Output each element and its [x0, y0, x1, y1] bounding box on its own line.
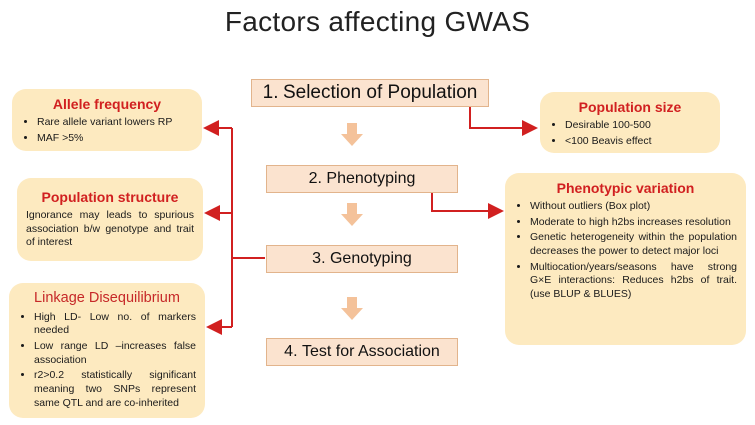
step-genotyping: 3. Genotyping	[266, 245, 458, 273]
list-item: r2>0.2 statistically significant meaning…	[34, 369, 196, 410]
population-structure-title: Population structure	[41, 189, 179, 205]
list-item: <100 Beavis effect	[565, 135, 711, 149]
step-number: 2.	[308, 170, 322, 187]
step-phenotyping: 2. Phenotyping	[266, 165, 458, 193]
allele-frequency-card: Allele frequency Rare allele variant low…	[12, 89, 202, 151]
phenotypic-variation-title: Phenotypic variation	[556, 180, 695, 196]
arrow-to-phenotypic-variation	[431, 192, 504, 219]
arrow-to-population-size	[469, 106, 538, 136]
list-item: Rare allele variant lowers RP	[37, 116, 193, 130]
step-label: Test for Association	[301, 343, 440, 360]
down-arrow-2	[341, 203, 363, 226]
population-size-title: Population size	[578, 99, 682, 115]
step-selection-of-population: 1. Selection of Population	[251, 79, 489, 107]
list-item: High LD- Low no. of markers needed	[34, 311, 196, 338]
list-item: Without outliers (Box plot)	[530, 200, 737, 214]
down-arrow-1	[341, 123, 363, 146]
step-number: 3.	[312, 250, 326, 267]
list-item: Moderate to high h2bs increases resoluti…	[530, 216, 737, 230]
linkage-disequilibrium-title: Linkage Disequilibrium	[34, 290, 180, 306]
list-item: Low range LD –increases false associatio…	[34, 340, 196, 367]
step-label: Genotyping	[329, 250, 412, 267]
step-label: Selection of Population	[282, 82, 478, 103]
step-number: 4.	[284, 343, 298, 360]
allele-frequency-title: Allele frequency	[52, 96, 162, 112]
list-item: Desirable 100-500	[565, 119, 711, 133]
down-arrow-3	[341, 297, 363, 320]
linkage-disequilibrium-card: Linkage Disequilibrium High LD- Low no. …	[9, 283, 205, 418]
page-title: Factors affecting GWAS	[224, 6, 531, 37]
step-number: 1.	[262, 82, 279, 103]
population-structure-card: Population structure Ignorance may leads…	[17, 178, 203, 261]
population-size-card: Population size Desirable 100-500 <100 B…	[540, 92, 720, 153]
step-label: Phenotyping	[326, 170, 416, 187]
population-structure-text: Ignorance may leads to spurious associat…	[26, 209, 194, 249]
list-item: MAF >5%	[37, 132, 193, 146]
list-item: Genetic heterogeneity within the populat…	[530, 231, 737, 258]
list-item: Multiocation/years/seasons have strong G…	[530, 261, 737, 302]
step-test-for-association: 4. Test for Association	[266, 338, 458, 366]
phenotypic-variation-card: Phenotypic variation Without outliers (B…	[505, 173, 746, 345]
